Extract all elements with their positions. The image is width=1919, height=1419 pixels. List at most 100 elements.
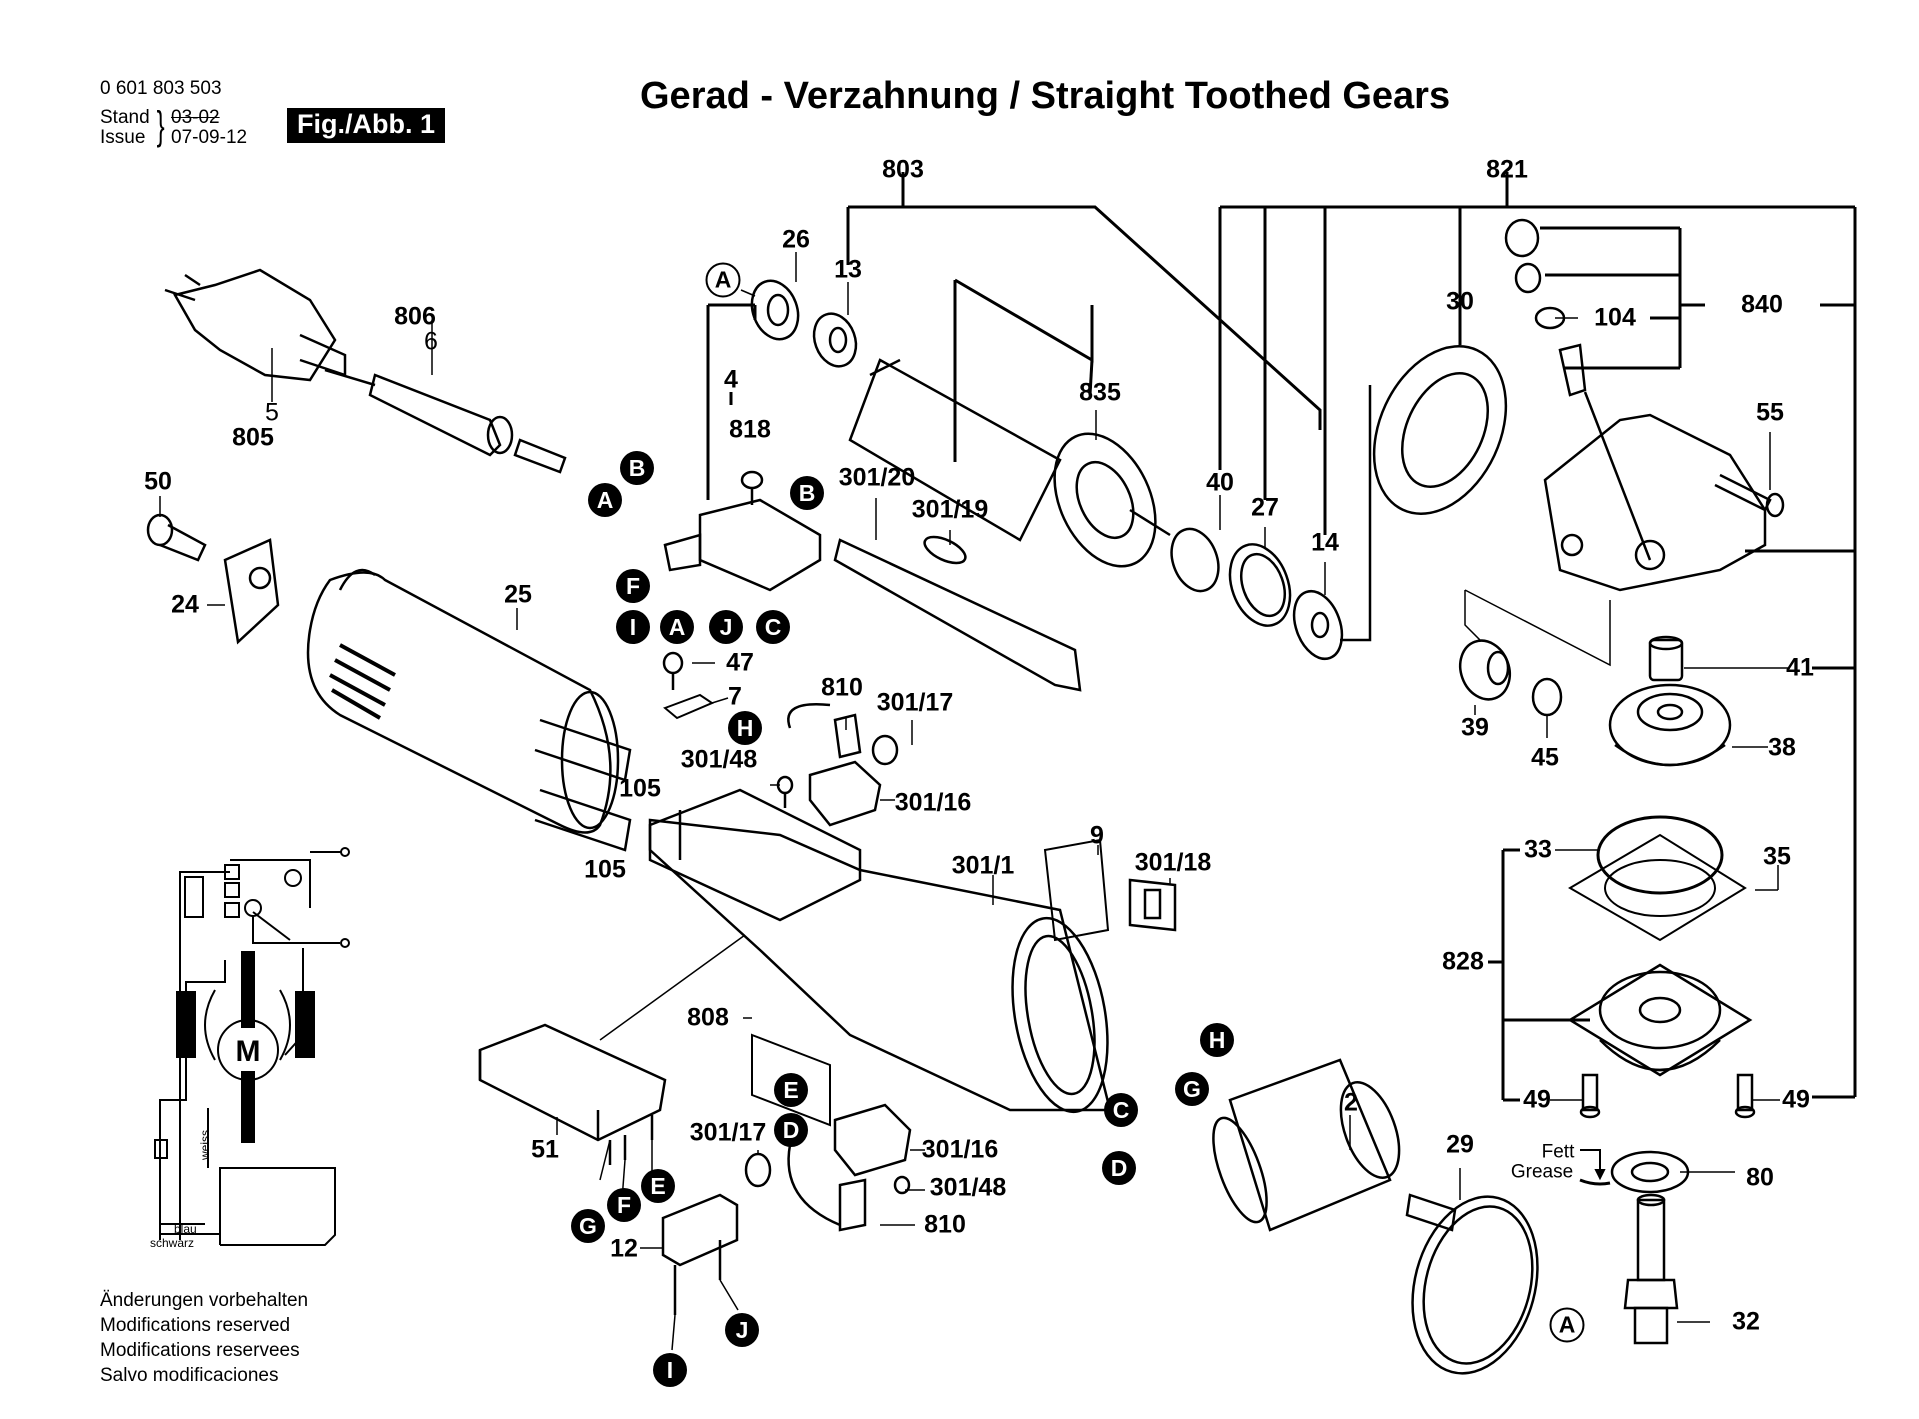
spindle-32-part [1623, 1193, 1679, 1345]
part-label-818[interactable]: 818 [729, 415, 771, 444]
bearing-14-part [1292, 590, 1344, 660]
part-label-821[interactable]: 821 [1486, 155, 1528, 184]
screw-49-right-part [1734, 1073, 1756, 1119]
screw-301-48b-part [893, 1175, 911, 1195]
suppressor-12-part [661, 1193, 739, 1315]
grease-note-en: Grease [1510, 1161, 1574, 1183]
connector-marker-j-suppressor[interactable]: J [725, 1313, 759, 1347]
part-label-9[interactable]: 9 [1090, 821, 1104, 850]
part-label-12[interactable]: 12 [610, 1234, 638, 1263]
connector-marker-a-cord[interactable]: A [588, 483, 622, 517]
modifications-notice: Änderungen vorbehalten Modifications res… [100, 1288, 308, 1388]
part-label-301-16-upper[interactable]: 301/16 [894, 788, 972, 817]
part-label-14[interactable]: 14 [1311, 528, 1339, 557]
connector-marker-i-suppressor[interactable]: I [653, 1353, 687, 1387]
connector-marker-g-capacitor[interactable]: G [571, 1209, 605, 1243]
part-label-50[interactable]: 50 [144, 467, 172, 496]
ring-27-part [1228, 543, 1292, 627]
notice-line-fr: Modifications reservees [100, 1340, 300, 1361]
part-label-301-17-upper[interactable]: 301/17 [876, 688, 954, 717]
switch-frame-part [648, 788, 862, 922]
part-label-301-48-upper[interactable]: 301/48 [680, 745, 758, 774]
part-label-5[interactable]: 5 [265, 398, 279, 427]
part-label-40[interactable]: 40 [1206, 468, 1234, 497]
connector-marker-f-capacitor[interactable]: F [607, 1188, 641, 1222]
part-label-27[interactable]: 27 [1251, 493, 1279, 522]
part-label-26[interactable]: 26 [782, 225, 810, 254]
o-ring-33-part [1596, 815, 1724, 895]
part-label-301-1[interactable]: 301/1 [951, 851, 1015, 880]
part-label-301-19[interactable]: 301/19 [911, 495, 989, 524]
part-label-301-18[interactable]: 301/18 [1134, 848, 1212, 877]
part-label-301-20[interactable]: 301/20 [838, 463, 916, 492]
part-label-47[interactable]: 47 [726, 648, 754, 677]
part-label-38[interactable]: 38 [1768, 733, 1796, 762]
screw-47-part [662, 651, 684, 690]
part-label-810-upper[interactable]: 810 [821, 673, 863, 702]
part-label-4[interactable]: 4 [724, 365, 738, 394]
connector-marker-e-capacitor[interactable]: E [641, 1169, 675, 1203]
connector-marker-d-coil[interactable]: D [1102, 1151, 1136, 1185]
part-label-840[interactable]: 840 [1741, 290, 1783, 319]
connector-marker-h-coil[interactable]: H [1200, 1023, 1234, 1057]
part-label-2[interactable]: 2 [1344, 1088, 1358, 1117]
part-label-51[interactable]: 51 [531, 1135, 559, 1164]
pinion-39-part [1458, 639, 1512, 701]
connector-marker-g-coil[interactable]: G [1175, 1072, 1209, 1106]
connector-marker-j-brush[interactable]: J [709, 610, 743, 644]
part-label-33[interactable]: 33 [1524, 835, 1552, 864]
part-label-49-left[interactable]: 49 [1523, 1085, 1551, 1114]
connector-marker-d-switch[interactable]: D [774, 1113, 808, 1147]
brush-holder-lower-part [787, 1103, 912, 1232]
part-label-301-48-lower[interactable]: 301/48 [929, 1173, 1007, 1202]
part-label-828[interactable]: 828 [1442, 947, 1484, 976]
issue-label: Issue [100, 127, 146, 148]
part-label-808[interactable]: 808 [687, 1003, 729, 1032]
connector-marker-c-brush[interactable]: C [756, 610, 790, 644]
part-label-41[interactable]: 41 [1786, 653, 1814, 682]
part-label-810-lower[interactable]: 810 [924, 1210, 966, 1239]
part-label-13[interactable]: 13 [834, 255, 862, 284]
part-label-49-right[interactable]: 49 [1782, 1085, 1810, 1114]
part-label-835[interactable]: 835 [1079, 378, 1121, 407]
connector-marker-a-guide[interactable]: A [1549, 1307, 1585, 1343]
part-label-32[interactable]: 32 [1732, 1307, 1760, 1336]
connector-marker-e-switch[interactable]: E [774, 1073, 808, 1107]
part-label-301-17-lower[interactable]: 301/17 [689, 1118, 767, 1147]
part-label-105-lower[interactable]: 105 [584, 855, 626, 884]
part-label-803[interactable]: 803 [882, 155, 924, 184]
part-label-25[interactable]: 25 [504, 580, 532, 609]
part-label-6[interactable]: 6 [424, 327, 438, 356]
part-label-805[interactable]: 805 [232, 423, 274, 452]
screw-49-left-part [1579, 1073, 1601, 1119]
grease-note-de: Fett [1541, 1141, 1575, 1163]
connector-marker-i-brush[interactable]: I [616, 610, 650, 644]
bevel-gear-38-part [1608, 683, 1732, 767]
connector-marker-b-brush[interactable]: B [790, 476, 824, 510]
part-label-806[interactable]: 806 [394, 302, 436, 331]
connector-marker-h-upper[interactable]: H [728, 711, 762, 745]
connector-marker-c-coil[interactable]: C [1104, 1093, 1138, 1127]
brush-holder-4-part [663, 470, 822, 592]
cord-sleeve-part [368, 373, 567, 474]
part-label-7[interactable]: 7 [728, 682, 742, 711]
part-label-30[interactable]: 30 [1446, 287, 1474, 316]
connector-marker-b-cord[interactable]: B [620, 451, 654, 485]
part-label-35[interactable]: 35 [1763, 842, 1791, 871]
connector-marker-a-brush[interactable]: A [660, 610, 694, 644]
connector-marker-a-bearing[interactable]: A [705, 262, 741, 298]
part-label-105-upper[interactable]: 105 [619, 774, 661, 803]
spring-rail-301-20-part [833, 535, 1082, 692]
part-label-45[interactable]: 45 [1531, 743, 1559, 772]
brush-holder-upper-part [787, 703, 882, 827]
part-label-301-16-lower[interactable]: 301/16 [921, 1135, 999, 1164]
connector-marker-f-brush[interactable]: F [616, 569, 650, 603]
page-title: Gerad - Verzahnung / Straight Toothed Ge… [640, 75, 1451, 117]
part-label-24[interactable]: 24 [171, 590, 199, 619]
part-label-55[interactable]: 55 [1756, 398, 1784, 427]
air-guide-29-part [1405, 1193, 1539, 1375]
part-label-104[interactable]: 104 [1594, 303, 1636, 332]
part-label-80[interactable]: 80 [1746, 1163, 1774, 1192]
part-label-29[interactable]: 29 [1446, 1130, 1474, 1159]
part-label-39[interactable]: 39 [1461, 713, 1489, 742]
